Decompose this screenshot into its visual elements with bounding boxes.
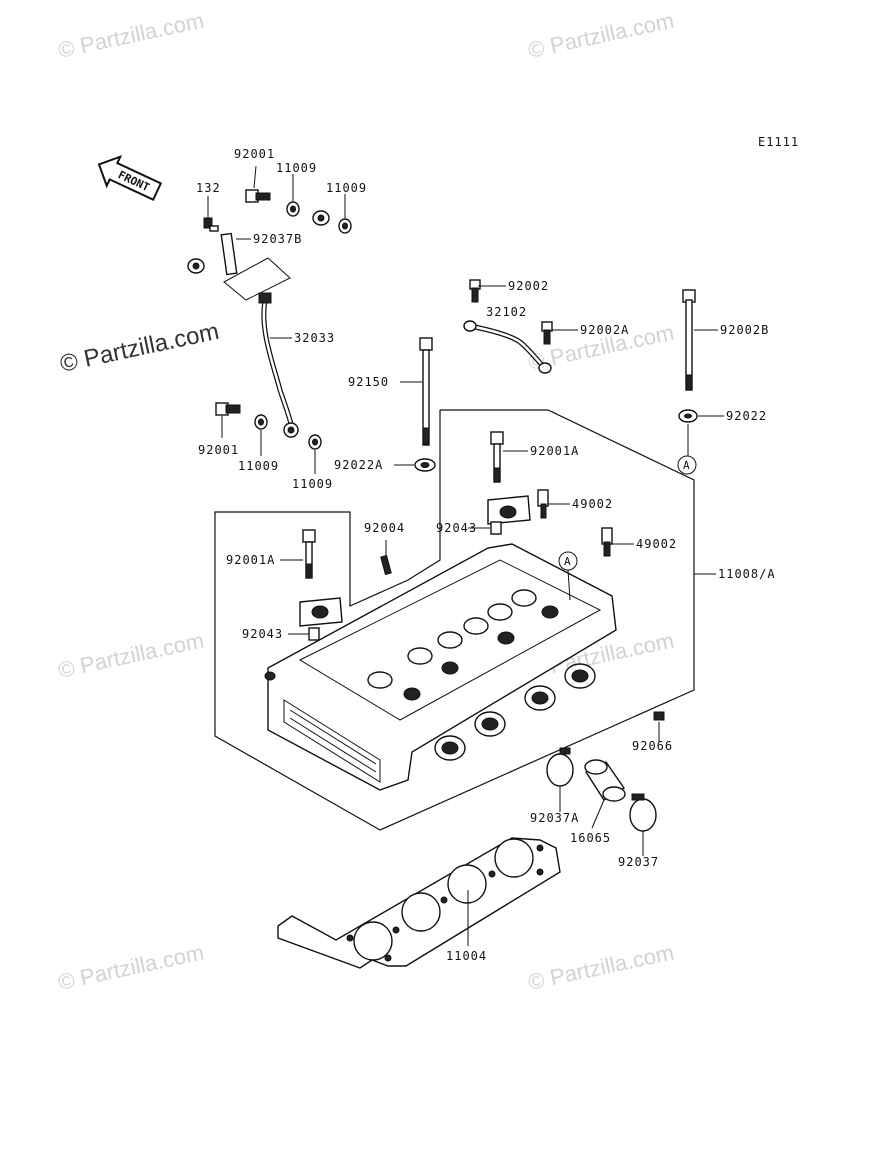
- bracket-92037B: [220, 232, 238, 276]
- label-32102: 32102: [486, 305, 527, 319]
- watermark: © Partzilla.com: [526, 940, 676, 995]
- bolt-92001-top: [245, 189, 271, 203]
- label-92043-upper: 92043: [436, 521, 477, 535]
- label-16065: 16065: [570, 831, 611, 845]
- holder-16065: [584, 759, 626, 802]
- washer-11009-bot2: [308, 434, 322, 450]
- valve-49002-upper: [537, 489, 549, 519]
- label-49002-lower: 49002: [636, 537, 677, 551]
- diagram-code: E1111: [758, 135, 799, 149]
- label-11009-bot2: 11009: [292, 477, 333, 491]
- label-92001A-upper: 92001A: [530, 444, 579, 458]
- stud-92150: [419, 337, 433, 446]
- leader-lines: [207, 165, 724, 946]
- cylinder-head-11008: [264, 543, 617, 791]
- washer-11009-bot1: [254, 414, 268, 430]
- screw-132: [203, 217, 219, 232]
- cam-cap-lower: [299, 597, 343, 627]
- ref-marker-label: A: [683, 459, 690, 472]
- label-92066: 92066: [632, 739, 673, 753]
- label-92037B: 92037B: [253, 232, 302, 246]
- label-92037: 92037: [618, 855, 659, 869]
- washer-11009-top2: [338, 218, 352, 234]
- bolt-92002A: [541, 321, 553, 345]
- label-92002A: 92002A: [580, 323, 629, 337]
- label-92001-top: 92001: [234, 147, 275, 161]
- label-11009-top1: 11009: [276, 161, 317, 175]
- stud-92004: [380, 554, 392, 576]
- dowel-92043-upper: [490, 521, 502, 535]
- label-92002B: 92002B: [720, 323, 769, 337]
- part-labels: 92001 11009 11009 132 92037B 32033 92001…: [196, 147, 776, 963]
- washer-11009-top1: [286, 201, 300, 217]
- label-92002: 92002: [508, 279, 549, 293]
- bolt-92002B: [682, 289, 696, 391]
- assembly-frame: [214, 409, 695, 831]
- watermark: © Partzilla.com: [56, 628, 206, 683]
- ref-marker-A-top: A: [677, 424, 697, 475]
- bolt-92001-bot: [215, 402, 241, 416]
- watermark: © Partzilla.com: [56, 940, 206, 995]
- label-92001A-lower: 92001A: [226, 553, 275, 567]
- label-92043-lower: 92043: [242, 627, 283, 641]
- cam-cap-upper: [487, 495, 531, 525]
- washer-92022: [678, 409, 698, 423]
- label-32033: 32033: [294, 331, 335, 345]
- label-92150: 92150: [348, 375, 389, 389]
- front-arrow-icon: FRONT: [97, 154, 163, 202]
- label-92022: 92022: [726, 409, 767, 423]
- label-92037A: 92037A: [530, 811, 579, 825]
- label-11008A: 11008/A: [718, 567, 776, 581]
- label-11009-top2: 11009: [326, 181, 367, 195]
- valve-49002-lower: [601, 527, 613, 557]
- watermark: © Partzilla.com: [526, 8, 676, 63]
- watermark-bold: © Partzilla.com: [58, 318, 222, 378]
- label-11009-bot1: 11009: [238, 459, 279, 473]
- bolt-92001A-upper: [490, 431, 504, 483]
- bolt-92002: [469, 279, 481, 303]
- bolt-92001A-lower: [302, 529, 316, 579]
- label-132: 132: [196, 181, 221, 195]
- head-gasket-11004: [277, 837, 561, 969]
- watermark: © Partzilla.com: [56, 8, 206, 63]
- label-49002-upper: 49002: [572, 497, 613, 511]
- label-11004: 11004: [446, 949, 487, 963]
- oil-pipe-32033: [187, 210, 330, 438]
- label-92004: 92004: [364, 521, 405, 535]
- label-92001-bot: 92001: [198, 443, 239, 457]
- clamp-92037: [629, 793, 657, 832]
- label-92022A: 92022A: [334, 458, 383, 472]
- dowel-92043-lower: [308, 627, 320, 641]
- ref-marker-A-head: A: [558, 551, 578, 601]
- washer-92022A: [414, 458, 436, 472]
- ref-marker-label: A: [564, 555, 571, 568]
- plug-92066: [653, 711, 665, 721]
- pipe-32102: [463, 320, 552, 374]
